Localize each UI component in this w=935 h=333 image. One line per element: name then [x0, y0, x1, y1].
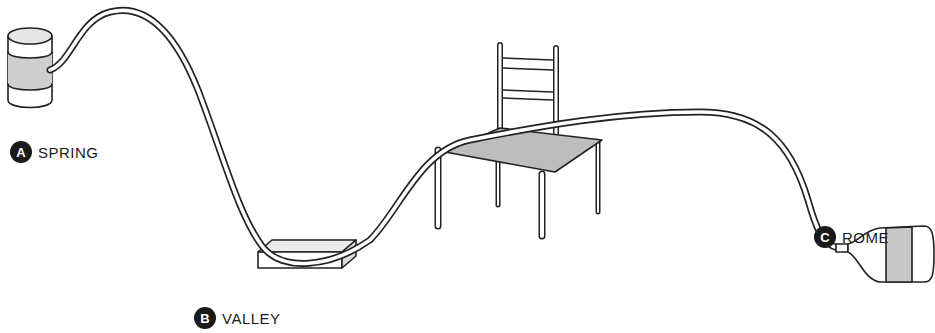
can-body [8, 36, 52, 108]
callout-spring: A SPRING [10, 141, 99, 163]
place-name: SPRING [38, 145, 99, 160]
can-band-edge [8, 52, 52, 90]
tube-outline [50, 10, 838, 263]
callout-rome: C ROME [814, 226, 889, 248]
tube [50, 10, 838, 263]
place-name: ROME [842, 230, 889, 245]
block-top [258, 240, 356, 252]
tube-inside [50, 10, 838, 263]
bottle-cap [836, 244, 848, 252]
callout-valley: B VALLEY [194, 307, 281, 329]
chair-front-legs-fill [438, 150, 542, 236]
callout-letter: B [194, 307, 216, 329]
bottle-label-band [886, 227, 912, 282]
chair-back-posts-fill [500, 45, 556, 134]
can-band [8, 52, 52, 90]
chair-seat [445, 128, 602, 172]
callout-letter: C [814, 226, 836, 248]
chair-back-posts [500, 45, 556, 134]
chair-front-legs [438, 150, 542, 236]
chair-back-rails [503, 58, 553, 100]
place-name: VALLEY [222, 311, 281, 326]
callout-letter: A [10, 141, 32, 163]
can-spring [8, 28, 52, 108]
can-top [8, 28, 52, 44]
bottle-rome [836, 226, 934, 282]
